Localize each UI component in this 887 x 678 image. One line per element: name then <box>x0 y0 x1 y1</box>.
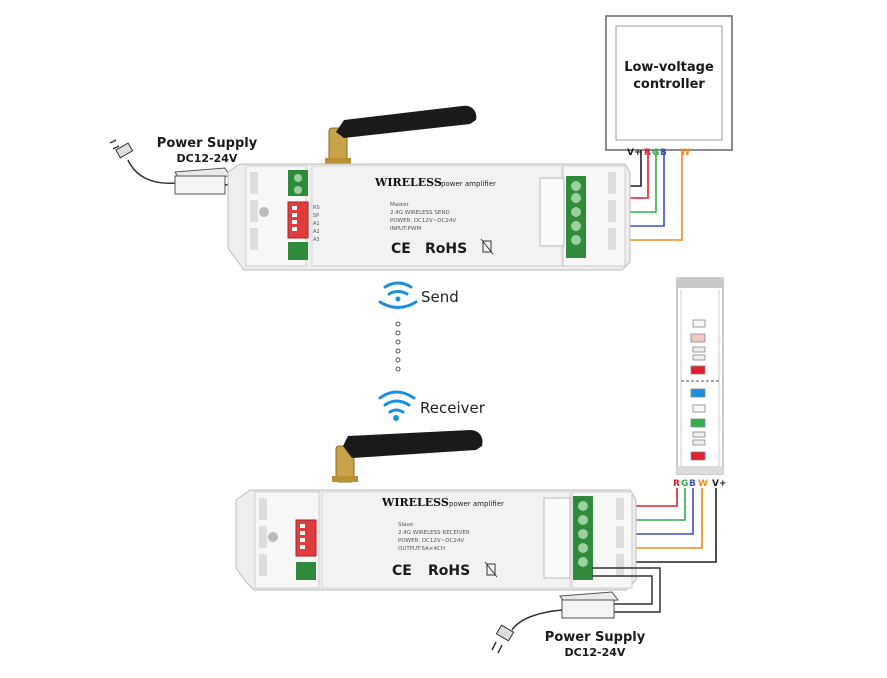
pin-label-vplus: V+ <box>627 148 642 158</box>
wifi-receive-icon <box>378 390 416 421</box>
mount-hole-icon <box>268 532 278 542</box>
receiver-mode: Slave <box>398 522 414 528</box>
sender-rohs-mark: RoHS <box>425 241 467 257</box>
dip-label: RS <box>313 205 320 211</box>
sender-brand: WIRELESS <box>374 176 442 189</box>
sender-device: WIRELESS power amplifier Master 2.4G WIR… <box>227 105 631 271</box>
pin-label-w: W <box>680 148 690 158</box>
dip-label: A1 <box>313 221 320 227</box>
receiver-label: Receiver <box>420 399 486 417</box>
signal-dots <box>395 321 401 372</box>
strip-pin-w: W <box>698 479 708 489</box>
receive-signal: Receiver <box>378 390 486 421</box>
recycle-bin-icon <box>484 561 498 578</box>
led-strip-pin-labels: R G B W V+ <box>673 479 727 489</box>
send-signal: Send <box>378 281 459 309</box>
wifi-send-icon <box>378 281 418 309</box>
power-plug-icon <box>109 139 134 159</box>
dip-label: A2 <box>313 229 320 235</box>
vent-slots <box>250 172 616 250</box>
recycle-bin-icon <box>480 238 494 255</box>
power-supply-top: Power Supply DC12-24V <box>109 136 291 195</box>
sender-ce-mark: CE <box>391 241 411 257</box>
antenna-icon <box>325 105 477 164</box>
power-supply-top-voltage: DC12-24V <box>177 152 238 165</box>
power-supply-bottom-label: Power Supply <box>545 630 646 645</box>
input-terminal <box>288 170 308 196</box>
dip-switch <box>295 519 317 557</box>
controller-label-line2: controller <box>633 77 705 92</box>
power-supply-bottom-voltage: DC12-24V <box>565 646 626 659</box>
receiver-rohs-mark: RoHS <box>428 563 470 579</box>
power-plug-icon <box>491 624 515 654</box>
receiver-brand: WIRELESS <box>381 496 449 509</box>
power-supply-bottom: Power Supply DC12-24V <box>491 567 661 659</box>
led-chips <box>690 319 706 461</box>
receiver-ce-mark: CE <box>392 563 412 579</box>
antenna-icon <box>332 430 483 483</box>
sender-dip-labels: RS SP A1 A2 A3 <box>313 205 320 243</box>
receiver-subtitle: power amplifier <box>449 500 504 508</box>
sender-mode: Master <box>390 202 410 208</box>
led-strip <box>676 277 724 475</box>
sender-subtitle: power amplifier <box>441 180 496 188</box>
receiver-spec-1: 2.4G WIRELESS RECEIVER <box>398 530 470 536</box>
power-adapter <box>559 591 619 619</box>
sender-spec-2: POWER: DC12V~DC24V <box>390 218 456 224</box>
power-adapter <box>174 167 231 195</box>
dip-label: A3 <box>313 237 320 243</box>
strip-pin-g: G <box>681 479 688 489</box>
sender-spec-3: INPUT:PWM <box>390 226 421 232</box>
vent-slots <box>259 498 624 576</box>
mount-hole-icon <box>259 207 269 217</box>
controller-pin-labels: V+ R G B W <box>627 148 690 158</box>
controller-label-line1: Low-voltage <box>624 60 714 75</box>
sender-spec-1: 2.4G WIRELESS SEND <box>390 210 450 216</box>
dip-label: SP <box>313 213 319 219</box>
power-supply-top-label: Power Supply <box>157 136 258 151</box>
strip-pin-vplus: V+ <box>712 479 727 489</box>
receiver-spec-2: POWER: DC12V~DC24V <box>398 538 464 544</box>
receiver-device: WIRELESS power amplifier Slave 2.4G WIRE… <box>235 430 637 591</box>
strip-pin-r: R <box>673 479 680 489</box>
low-voltage-controller: Low-voltage controller <box>605 15 733 151</box>
strip-pin-b: B <box>689 479 696 489</box>
dip-switch <box>287 201 309 239</box>
send-label: Send <box>421 288 459 306</box>
receiver-spec-3: OUTPUT:5A×4CH <box>398 546 445 552</box>
